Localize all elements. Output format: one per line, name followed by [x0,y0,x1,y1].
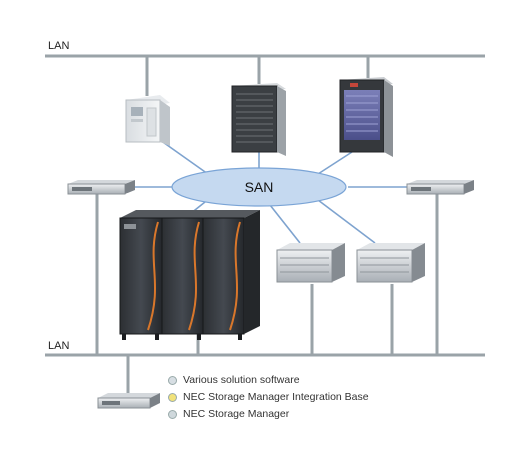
tower-server [125,95,170,146]
legend-dot-icon [168,376,177,385]
legend-item-storage-manager: NEC Storage Manager [168,406,369,423]
purple-server [339,77,393,157]
left-1u-server [67,180,135,195]
san-links [133,139,407,244]
disk-array-1 [276,243,345,283]
legend-label: NEC Storage Manager [183,408,290,420]
legend-dot-icon [168,410,177,419]
disk-array-2 [356,243,425,283]
storage-racks [119,210,260,340]
lan-top-label: LAN [48,40,70,52]
legend-item-solution-software: Various solution software [168,372,369,389]
legend-label: Various solution software [183,374,300,386]
san-cloud [171,167,347,207]
legend-dot-icon [168,393,177,402]
legend-item-integration-base: NEC Storage Manager Integration Base [168,389,369,406]
legend: Various solution software NEC Storage Ma… [168,372,369,423]
rack-server [231,83,286,156]
lan-bottom-label: LAN [48,340,70,352]
san-label: SAN [245,179,274,195]
legend-label: NEC Storage Manager Integration Base [183,391,369,403]
right-1u-server [406,180,474,195]
management-server [97,393,160,409]
